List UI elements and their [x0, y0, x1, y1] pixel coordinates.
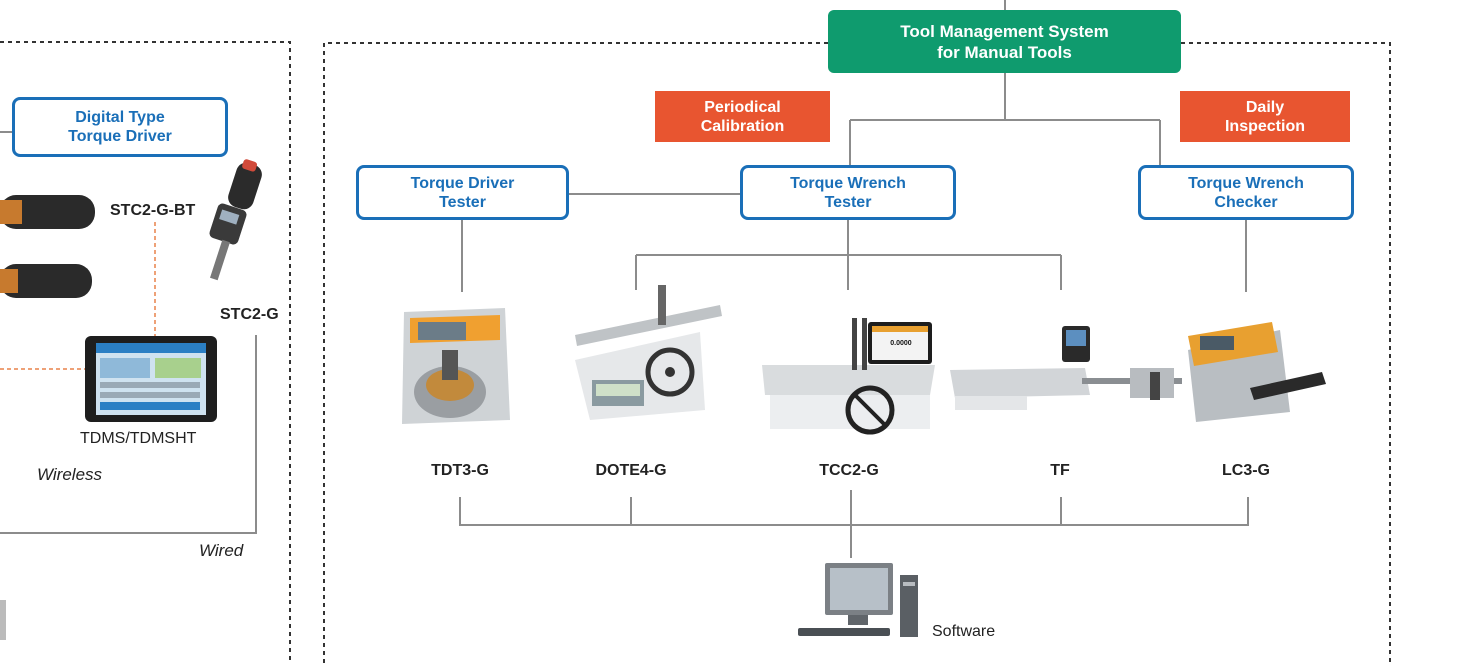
daily-inspection-badge: Daily Inspection [1180, 91, 1350, 142]
software-computer-image [798, 563, 918, 637]
tool-management-system-box: Tool Management System for Manual Tools [828, 10, 1181, 73]
tester-0-line2: Tester [439, 193, 486, 211]
daily-line2: Inspection [1224, 117, 1305, 135]
torque-wrench-tester-box: Torque Wrench Tester [740, 165, 956, 220]
tester-2-line2: Checker [1214, 193, 1278, 211]
wireless-links [0, 222, 156, 370]
torque-driver-tester-box: Torque Driver Tester [356, 165, 569, 220]
right-panel-frame [323, 42, 1391, 663]
periodical-line1: Periodical [704, 98, 781, 116]
tool-label-lc3-g: LC3-G [1222, 462, 1270, 479]
tool-label-tf: TF [1050, 462, 1070, 479]
tool-label-tcc2-g: TCC2-G [819, 462, 879, 479]
stc2-g-label: STC2-G [220, 306, 279, 323]
tester-1-line2: Tester [824, 193, 872, 211]
dote4-g-image [575, 285, 722, 420]
connector-lines [0, 0, 1249, 558]
torque-driver-image-bottom [0, 264, 92, 298]
torque-wrench-checker-box: Torque Wrench Checker [1138, 165, 1354, 220]
wired-label: Wired [199, 541, 244, 560]
tdt3-g-image [402, 308, 510, 424]
tool-label-dote4-g: DOTE4-G [595, 462, 667, 479]
software-label: Software [932, 623, 996, 640]
partial-device-image [0, 600, 6, 640]
tester-2-line1: Torque Wrench [1188, 174, 1304, 192]
wireless-label: Wireless [37, 465, 103, 484]
stc2-g-bt-label: STC2-G-BT [110, 202, 196, 219]
stc2-g-driver-image [209, 159, 262, 281]
tablet-image [85, 336, 217, 422]
tester-0-line1: Torque Driver [410, 174, 515, 192]
periodical-line2: Calibration [700, 117, 785, 135]
left-panel-frame [0, 41, 291, 663]
torque-driver-image-top [0, 195, 95, 229]
top-box-line2: for Manual Tools [937, 42, 1072, 62]
tool-label-tdt3-g: TDT3-G [431, 462, 489, 479]
digital-box-line2: Torque Driver [68, 128, 172, 145]
tcc2-g-image [762, 318, 935, 435]
digital-type-torque-driver-box: Digital Type Torque Driver [12, 97, 228, 157]
digital-box-line1: Digital Type [75, 109, 165, 126]
periodical-calibration-badge: Periodical Calibration [655, 91, 830, 142]
tf-image [950, 326, 1182, 410]
tester-1-line1: Torque Wrench [790, 174, 906, 192]
lc3-g-image [1188, 322, 1326, 422]
tdms-label: TDMS/TDMSHT [80, 430, 197, 447]
daily-line1: Daily [1245, 98, 1285, 116]
top-box-line1: Tool Management System [900, 21, 1109, 41]
tcc2-g-screen-value: 0.0000 [890, 340, 912, 347]
